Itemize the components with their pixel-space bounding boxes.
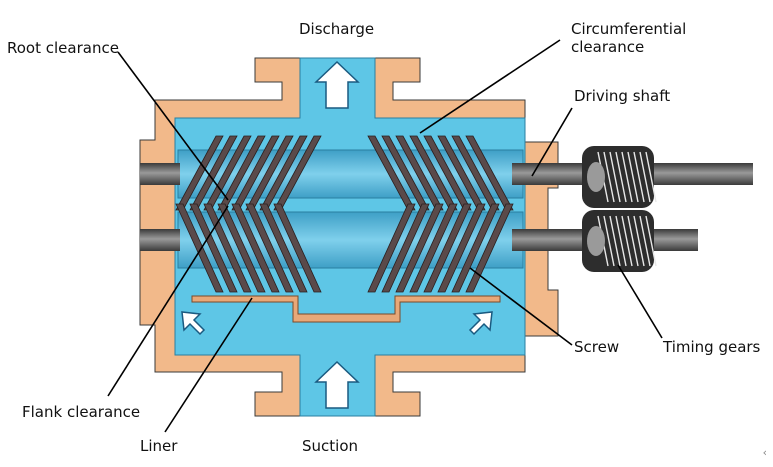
inlet-arrow-right [468, 311, 493, 336]
screw-flight [245, 203, 294, 293]
gear-tooth [621, 151, 633, 203]
screw-flight [175, 203, 224, 293]
timing-gears-label: Timing gears [663, 338, 761, 356]
upper-shaft [140, 163, 753, 185]
root-clearance-label: Root clearance [7, 39, 119, 57]
flank-clearance-label: Flank clearance [22, 403, 141, 421]
screw-flight [437, 135, 486, 211]
gear-tooth [627, 151, 639, 203]
liner-label: Liner [140, 437, 178, 455]
gear-tooth [621, 215, 633, 267]
gear-tooth [615, 215, 627, 267]
discharge-label: Discharge [299, 20, 375, 38]
screw-upper-right [367, 135, 514, 211]
gear-tooth [627, 215, 639, 267]
screw-flight [395, 203, 444, 293]
screw-flight [189, 203, 238, 293]
screw-lower-right [367, 203, 514, 293]
screw-flight [395, 135, 444, 211]
screw-flight [409, 135, 458, 211]
screw-flight [409, 203, 458, 293]
circumferential-clearance-label: Circumferential clearance [571, 20, 687, 56]
gear-tooth [633, 151, 645, 203]
screw-flight [451, 135, 500, 211]
gear-tooth [639, 215, 651, 267]
screws [175, 135, 514, 293]
screw-flight [367, 135, 416, 211]
gear-tooth [645, 215, 657, 267]
screw-flight [423, 203, 472, 293]
gear-tooth [639, 151, 651, 203]
liner [191, 295, 501, 323]
screw-flight [381, 203, 430, 293]
screw-flight [381, 135, 430, 211]
screw-flight [423, 135, 472, 211]
screw-upper-left [175, 135, 322, 211]
corner-mark: ‹ [762, 446, 767, 459]
screw-flight [217, 203, 266, 293]
driving-shaft-label: Driving shaft [574, 87, 671, 105]
gear-tooth [609, 215, 621, 267]
screw-lower-left [175, 203, 322, 293]
screw-label: Screw [574, 338, 620, 356]
suction-label: Suction [302, 437, 359, 455]
gear-tooth [645, 151, 657, 203]
screw-flight [465, 135, 514, 211]
gear-tooth [633, 215, 645, 267]
timing-gears [582, 146, 657, 272]
screw-flight [273, 203, 322, 293]
screw-flight [465, 203, 514, 293]
gear-tooth [603, 215, 615, 267]
screw-flight [259, 203, 308, 293]
discharge-arrow [314, 60, 360, 109]
screw-flight [451, 203, 500, 293]
gear-tooth [609, 151, 621, 203]
leader-lines [107, 39, 663, 433]
inlet-arrow-left [181, 311, 206, 336]
screw-flight [437, 203, 486, 293]
lower-shaft [140, 229, 698, 251]
suction-arrow [314, 360, 360, 409]
gear-tooth [603, 151, 615, 203]
gear-tooth [615, 151, 627, 203]
screw-flight [367, 203, 416, 293]
screw-flight [231, 203, 280, 293]
